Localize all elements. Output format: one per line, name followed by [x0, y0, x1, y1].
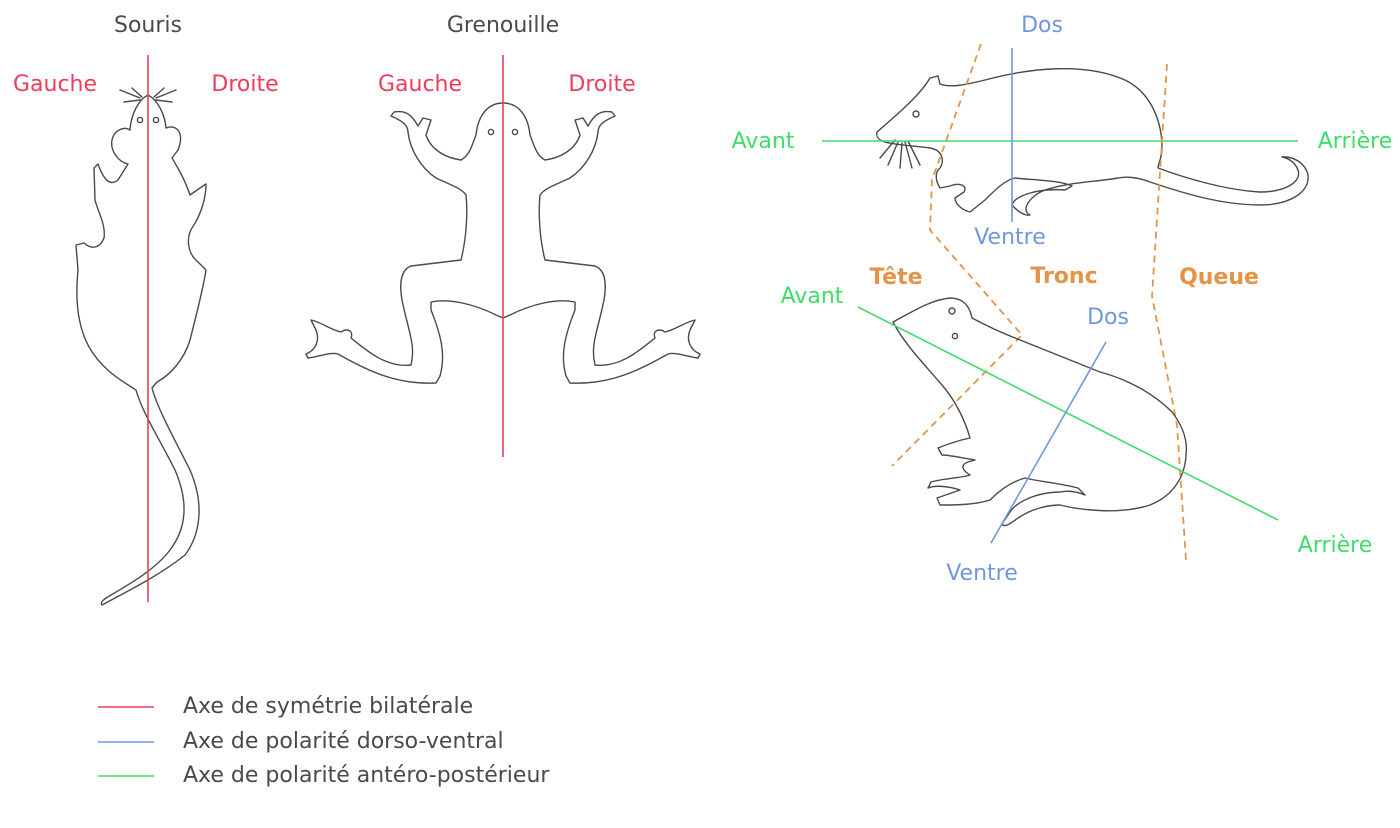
legend-label-anteroposterior: Axe de polarité antéro-postérieur: [183, 763, 550, 788]
mouse-top-outline: [75, 94, 207, 606]
mouse-top-view: Souris Gauche Droite: [13, 13, 279, 606]
trunk-tail-divider: [1151, 63, 1187, 561]
frog-right-label: Droite: [568, 72, 635, 97]
frog-side-ap-axis: [857, 306, 1279, 521]
mouse-side-ventral-label: Ventre: [974, 225, 1046, 250]
mouse-side-dorsal-label: Dos: [1021, 13, 1063, 38]
legend: Axe de symétrie bilatérale Axe de polari…: [98, 694, 550, 788]
mouse-side-outline: [876, 67, 1309, 216]
mouse-eye-right: [152, 116, 160, 124]
mouse-side-front-label: Avant: [732, 129, 795, 154]
mouse-side-back-label: Arrière: [1318, 129, 1393, 154]
region-trunk-label: Tronc: [1030, 264, 1097, 289]
frog-side-nostril: [951, 332, 959, 340]
mouse-whiskers: [119, 87, 177, 103]
frog-side-back-label: Arrière: [1298, 533, 1373, 558]
legend-label-dorsoventral: Axe de polarité dorso-ventral: [183, 729, 504, 754]
frog-side-view: Avant Dos Ventre Arrière: [781, 284, 1373, 586]
mouse-side-view: Dos Ventre Avant Arrière: [732, 13, 1393, 250]
frog-top-view: Grenouille Gauche Droite: [305, 13, 701, 457]
legend-item-anteroposterior: Axe de polarité antéro-postérieur: [98, 763, 550, 788]
mouse-title: Souris: [114, 13, 182, 38]
frog-eye-right: [511, 128, 519, 136]
frog-side-dorsal-label: Dos: [1087, 305, 1129, 330]
frog-side-front-label: Avant: [781, 284, 844, 309]
frog-side-dv-axis: [990, 341, 1107, 544]
head-trunk-divider: [891, 43, 1024, 467]
frog-left-label: Gauche: [378, 72, 462, 97]
region-dividers: Tête Tronc Queue: [869, 43, 1259, 561]
region-tail-label: Queue: [1179, 265, 1259, 290]
legend-item-dorsoventral: Axe de polarité dorso-ventral: [98, 729, 504, 754]
mouse-eye-left: [136, 116, 144, 124]
legend-label-symmetry: Axe de symétrie bilatérale: [183, 694, 473, 719]
frog-side-outline: [892, 297, 1188, 527]
mouse-side-whiskers: [879, 139, 921, 169]
legend-item-symmetry: Axe de symétrie bilatérale: [98, 694, 473, 719]
frog-title: Grenouille: [447, 13, 559, 38]
mouse-left-label: Gauche: [13, 72, 97, 97]
frog-side-eye: [948, 307, 956, 315]
mouse-side-eye: [912, 110, 920, 118]
frog-side-ventral-label: Ventre: [946, 561, 1018, 586]
mouse-right-label: Droite: [211, 72, 278, 97]
region-head-label: Tête: [869, 265, 922, 290]
frog-eye-left: [487, 128, 495, 136]
